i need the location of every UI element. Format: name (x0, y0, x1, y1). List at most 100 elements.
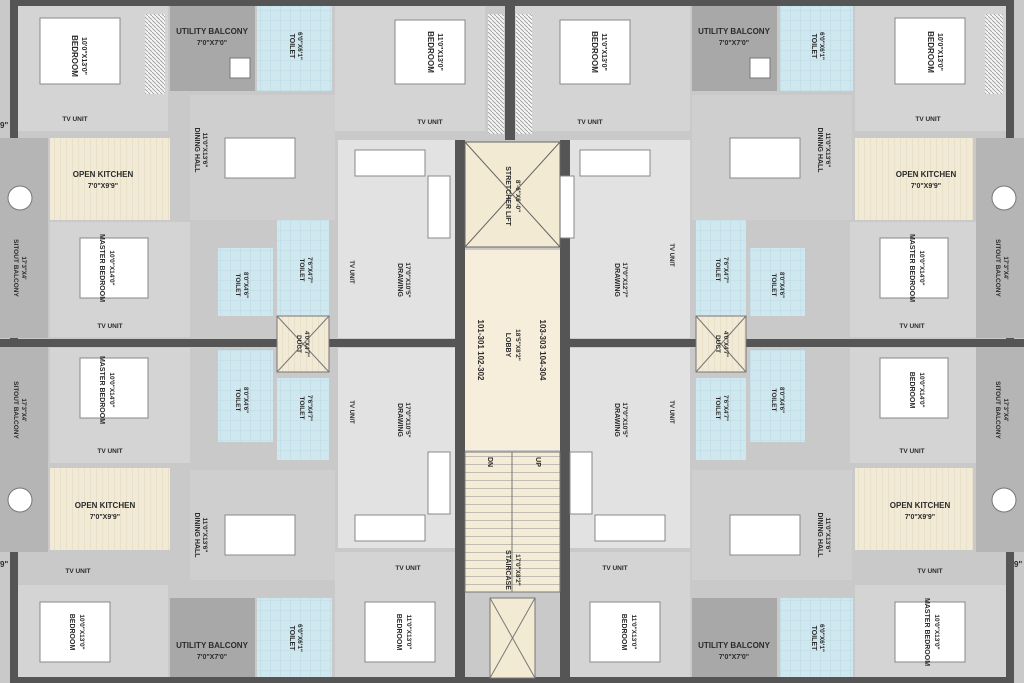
stretcher-lift: STRETCHER LIFT 8'-6"X6'-0" (464, 141, 561, 248)
room-label: TOILET (810, 34, 817, 59)
room-label: TOILET (288, 34, 295, 59)
room-dimension: 11'0"X13'6" (201, 133, 208, 168)
dining-hall-top-left: DINING HALL 11'0"X13'6" (190, 95, 335, 220)
stair-down-label: DN (486, 457, 493, 467)
toilet-label: TOILET (770, 274, 777, 297)
lift-label: STRETCHER LIFT (504, 166, 511, 226)
room-label: BEDROOM (68, 614, 75, 651)
toilet-label: TOILET (714, 397, 721, 420)
room-label: OPEN KITCHEN (896, 170, 957, 179)
drawing-dim: 17'0"X10'5" (404, 262, 411, 297)
bedroom-top-left: BEDROOM 10'0"X13'0" (18, 6, 168, 131)
room-label: BEDROOM (70, 35, 79, 77)
drawing-label: DRAWING (396, 263, 403, 297)
room-label: BEDROOM (395, 614, 402, 651)
tv-unit-label: TV UNIT (348, 400, 354, 424)
room-dimension: 10'0"X13'0" (80, 37, 87, 75)
tv-unit-label: TV UNIT (917, 568, 942, 575)
sitout-dim: 17'3"X4' (1002, 398, 1008, 422)
sitout-dim: 17'3"X4' (20, 256, 26, 280)
dining-hall-bottom-left: DINING HALL 11'0"X13'6" (190, 470, 335, 580)
bedroom-top-right: BEDROOM 10'0"X13'0" (855, 6, 1006, 131)
room-dimension: 11'0"X13'6" (824, 133, 831, 168)
drawing-label: DRAWING (396, 403, 403, 437)
room-dimension: 11'0"X13'0" (436, 33, 443, 71)
toilet-bottom-right: TOILET 6'0"X6'1" (780, 598, 853, 677)
master-bedroom-bottom-right: MASTER BEDROOM 10'0"X13'0" TV UNIT (855, 568, 1006, 677)
tv-unit-label: TV UNIT (668, 400, 674, 424)
room-dimension: 10'0"X13'0" (78, 614, 85, 649)
room-dimension: 10'0"X14'0" (918, 372, 925, 407)
room-label: UTILITY BALCONY (176, 641, 249, 650)
tv-unit-label: TV UNIT (97, 448, 122, 455)
tv-unit-label: TV UNIT (395, 565, 420, 572)
toilet-label: TOILET (298, 259, 305, 282)
staircase: DN UP STAIRCASE 17'0"X8'2" (464, 451, 561, 679)
room-label: MASTER BEDROOM (98, 234, 105, 302)
tv-unit-label: TV UNIT (348, 260, 354, 284)
toilet-dim: 8'0"X4'6" (778, 272, 784, 298)
duct-dim: 4'0"X4'7" (303, 331, 309, 357)
toilet-label: TOILET (770, 389, 777, 412)
room-dimension: 10'0"X14'0" (918, 250, 925, 285)
room-label: BEDROOM (590, 31, 599, 73)
room-dimension: 6'0"X6'1" (296, 32, 303, 60)
drawing-dim: 17'0"X12'7" (621, 262, 628, 297)
open-kitchen-bottom-right: OPEN KITCHEN 7'0"X9'9" (855, 468, 973, 550)
room-label: OPEN KITCHEN (75, 501, 136, 510)
lobby-label: LOBBY (504, 333, 511, 358)
toilet-dim: 8'0"X4'6" (242, 272, 248, 298)
room-dimension: 10'0"X13'0" (933, 614, 940, 649)
room-label: DINING HALL (816, 127, 823, 173)
room-dimension: 10'0"X14'0" (108, 372, 115, 407)
tv-unit-label: TV UNIT (577, 119, 602, 126)
edge-mark: 9" (1014, 560, 1022, 569)
bedroom-top-mid-right: BEDROOM 11'0"X13'0" (515, 6, 690, 134)
room-label: MASTER BEDROOM (908, 234, 915, 302)
room-dimension: 10'0"X13'0" (936, 33, 943, 71)
room-label: BEDROOM (620, 614, 627, 651)
bedroom-bottom-mid-left: BEDROOM 11'0"X13'0" TV UNIT (335, 552, 455, 677)
room-label: OPEN KITCHEN (890, 501, 951, 510)
room-label: UTILITY BALCONY (698, 27, 771, 36)
toilet-dim: 7'6"X4'7" (306, 257, 312, 283)
tv-unit-label: TV UNIT (97, 323, 122, 330)
utility-balcony-top-right: UTILITY BALCONY 7'0"X7'0" (692, 6, 777, 91)
drawing-rooms: DRAWING 17'0"X10'5" DRAWING 17'0"X12'7" … (338, 140, 690, 548)
tv-unit-label: TV UNIT (899, 448, 924, 455)
toilet-dim: 8'0"X4'6" (242, 387, 248, 413)
room-dimension: 11'0"X13'6" (201, 518, 208, 553)
toilet-label: TOILET (298, 397, 305, 420)
room-dimension: 6'0"X6'1" (818, 32, 825, 60)
sitout-dim: 17'3"X4' (1002, 256, 1008, 280)
room-label: MASTER BEDROOM (923, 598, 930, 666)
toilet-dim: 7'6"X4'7" (306, 395, 312, 421)
room-label: UTILITY BALCONY (698, 641, 771, 650)
room-label: UTILITY BALCONY (176, 27, 249, 36)
room-dimension: 11'0"X13'0" (600, 33, 607, 71)
room-label: DINING HALL (193, 512, 200, 558)
bedroom-right-lower: BEDROOM 10'0"X14'0" TV UNIT (850, 348, 976, 463)
tv-unit-label: TV UNIT (915, 116, 940, 123)
duct-label: DUCT (714, 335, 721, 353)
sitout-label: SITOUT BALCONY (12, 239, 19, 297)
room-dimension: 10'0"X14'0" (108, 250, 115, 285)
bedroom-top-mid-left: BEDROOM 11'0"X13'0" (335, 6, 504, 134)
drawing-label: DRAWING (613, 403, 620, 437)
lobby: LOBBY 18'5"X8'2" 101-301 102-302 103-303… (465, 250, 560, 450)
toilet-bottom-left: TOILET 6'0"X6'1" (257, 598, 332, 677)
dining-hall-bottom-right: DINING HALL 11'0"X13'6" (692, 470, 852, 580)
room-label: OPEN KITCHEN (73, 170, 134, 179)
toilets-middle: TOILET 8'0"X4'6" TOILET 7'6"X4'7" TOILET… (218, 220, 805, 460)
room-dimension: 7'0"X7'0" (719, 40, 749, 47)
tv-unit-label: TV UNIT (62, 116, 87, 123)
room-label: BEDROOM (908, 372, 915, 409)
utility-balcony-bottom-right: UTILITY BALCONY 7'0"X7'0" (692, 598, 777, 677)
master-bedroom-left-upper: MASTER BEDROOM 10'0"X14'0" TV UNIT (50, 222, 190, 337)
toilet-label: TOILET (234, 274, 241, 297)
lobby-dim: 18'5"X8'2" (514, 329, 521, 361)
toilet-top-left: TOILET 6'0"X6'1" (257, 6, 332, 91)
dining-hall-top-right: DINING HALL 11'0"X13'6" (692, 95, 852, 220)
toilet-dim: 7'6"X4'7" (722, 395, 728, 421)
